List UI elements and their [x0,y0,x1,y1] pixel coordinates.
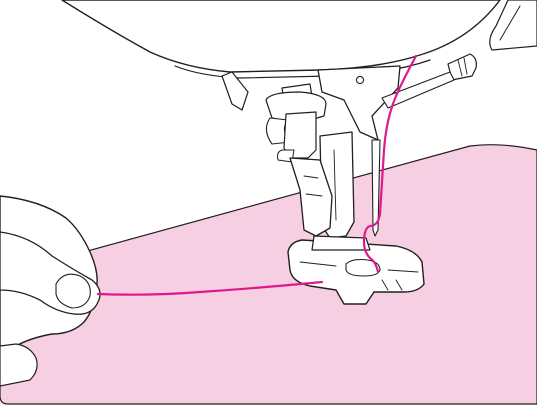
machine-arm [62,0,500,72]
fingernail [56,274,90,308]
machine-side-panel [490,0,537,50]
presser-foot-top [312,236,370,250]
lever-screw-icon [356,76,363,83]
